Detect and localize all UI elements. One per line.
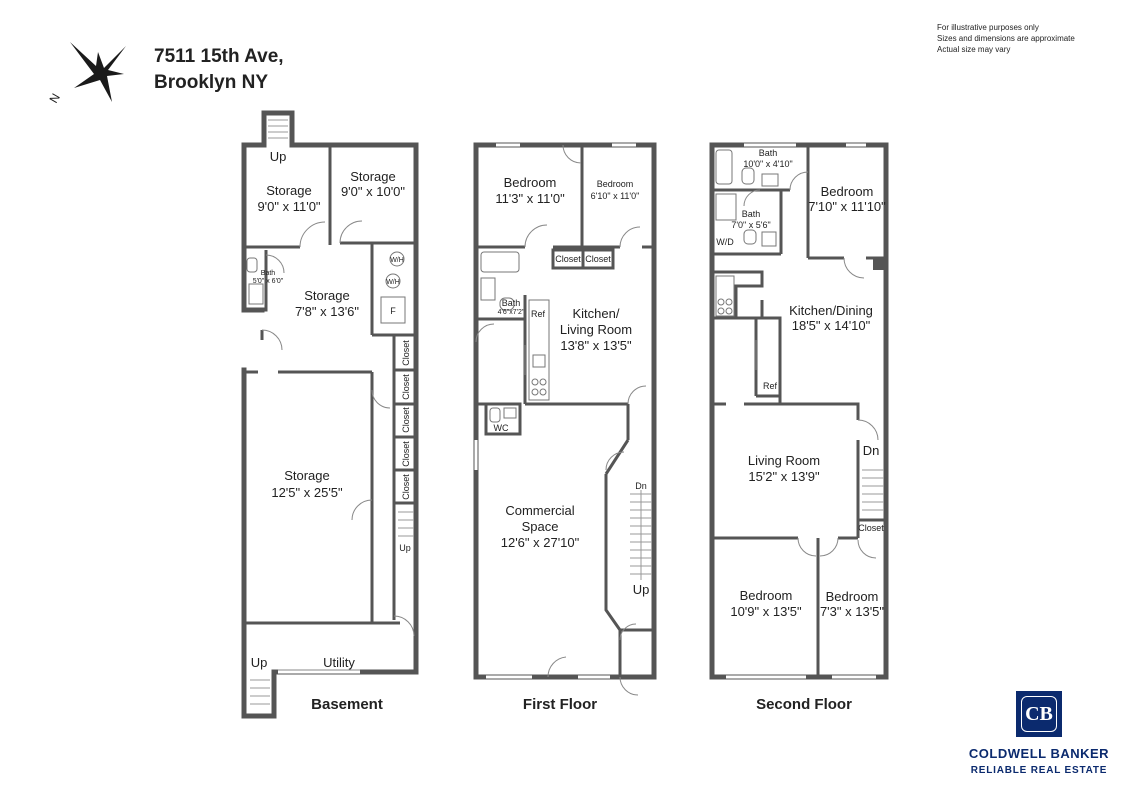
- room-dims: 5'0" x 6'0": [253, 278, 284, 285]
- room-dims: 9'0" x 10'0": [341, 184, 405, 199]
- address-line-1: 7511 15th Ave,: [154, 46, 284, 67]
- closet-label: Closet: [401, 340, 411, 366]
- room-name: Bedroom: [597, 179, 634, 189]
- floor-title: Second Floor: [756, 696, 852, 713]
- brand-subtitle: RELIABLE REAL ESTATE: [970, 765, 1108, 776]
- room-dims: 18'5" x 14'10": [792, 318, 871, 333]
- room-dims: 13'8" x 13'5": [560, 338, 632, 353]
- stair-label: Dn: [635, 481, 647, 491]
- room-name: Bedroom: [826, 589, 879, 604]
- disclaimer-line: Sizes and dimensions are approximate: [937, 34, 1075, 43]
- disclaimer: For illustrative purposes only Sizes and…: [937, 22, 1075, 55]
- stair-label: Dn: [863, 443, 880, 458]
- room-name: Bath: [502, 298, 521, 308]
- floor-title: Basement: [311, 696, 383, 713]
- room-dims: 7'0" x 5'6": [731, 220, 770, 230]
- brand-name-block: COLDWELL BANKER RELIABLE REAL ESTATE: [951, 746, 1127, 776]
- room-name: Kitchen/Dining: [789, 303, 873, 318]
- room-name: Storage: [284, 468, 330, 483]
- room-dims: 7'3" x 13'5": [820, 604, 884, 619]
- room-name: Storage: [266, 183, 312, 198]
- north-arrow-icon: N: [46, 42, 126, 106]
- room-dims: 9'0" x 11'0": [257, 199, 320, 214]
- room-name: Utility: [323, 655, 355, 670]
- refrigerator-label: Ref: [531, 309, 546, 319]
- room-name: Bedroom: [821, 184, 874, 199]
- room-name: Space: [522, 519, 559, 534]
- closet-label: Closet: [401, 474, 411, 500]
- basement-stair-label: Up: [399, 543, 411, 553]
- room-dims: 10'9" x 13'5": [730, 604, 802, 619]
- closet-label: Closet: [858, 523, 884, 533]
- brand-logo-mark: CB: [1021, 696, 1057, 732]
- room-name: Storage: [304, 288, 350, 303]
- address-line-2: Brooklyn NY: [154, 72, 269, 93]
- refrigerator-label: Ref: [763, 381, 778, 391]
- stair-label: Up: [633, 582, 650, 597]
- room-dims: 15'2" x 13'9": [748, 469, 820, 484]
- basement-stair-label: Up: [251, 655, 268, 670]
- property-address: 7511 15th Ave, Brooklyn NY: [154, 44, 284, 96]
- room-name: Bedroom: [504, 175, 557, 190]
- closet-label: Closet: [585, 254, 611, 264]
- room-name: Commercial: [505, 503, 574, 518]
- room-name: Bath: [742, 209, 761, 219]
- room-name: Bath: [759, 148, 778, 158]
- disclaimer-line: Actual size may vary: [937, 45, 1011, 54]
- furnace-label: F: [390, 306, 396, 316]
- disclaimer-line: For illustrative purposes only: [937, 23, 1039, 32]
- room-name: Living Room: [748, 453, 820, 468]
- room-name: Bath: [261, 270, 276, 277]
- room-dims: 11'3" x 11'0": [495, 191, 565, 206]
- brand-name: COLDWELL BANKER: [968, 746, 1110, 761]
- room-name: Storage: [350, 169, 396, 184]
- room-dims: 7'10" x 11'10": [808, 199, 886, 214]
- first-floor-plan: Bedroom 11'3" x 11'0" Bedroom 6'10" x 11…: [473, 142, 657, 713]
- washer-dryer-label: W/D: [716, 237, 734, 247]
- room-dims: 7'8" x 13'6": [295, 304, 359, 319]
- room-dims: 6'10" x 11'0": [591, 191, 640, 201]
- room-dims: 10'0" x 4'10": [743, 159, 792, 169]
- basement-stair-label: Up: [270, 149, 287, 164]
- room-name: Kitchen/: [573, 306, 620, 321]
- basement-plan: Up Storage 9'0" x 11'0" Storage 9'0" x 1…: [241, 110, 419, 719]
- water-heater-label: W/H: [386, 279, 400, 286]
- closet-label: Closet: [555, 254, 581, 264]
- room-name: Bedroom: [740, 588, 793, 603]
- brand-logo: CB: [1016, 691, 1062, 737]
- room-name: WC: [494, 423, 509, 433]
- closet-label: Closet: [401, 407, 411, 433]
- room-dims: 12'5" x 25'5": [271, 485, 343, 500]
- water-heater-label: W/H: [390, 257, 404, 264]
- closet-label: Closet: [401, 374, 411, 400]
- floor-title: First Floor: [523, 696, 597, 713]
- second-floor-plan: Bath 10'0" x 4'10" Bath 7'0" x 5'6" W/D …: [709, 142, 889, 713]
- room-name: Living Room: [560, 322, 632, 337]
- room-dims: 4'6"x7'2": [498, 309, 525, 316]
- closet-label: Closet: [401, 441, 411, 467]
- room-dims: 12'6" x 27'10": [501, 535, 580, 550]
